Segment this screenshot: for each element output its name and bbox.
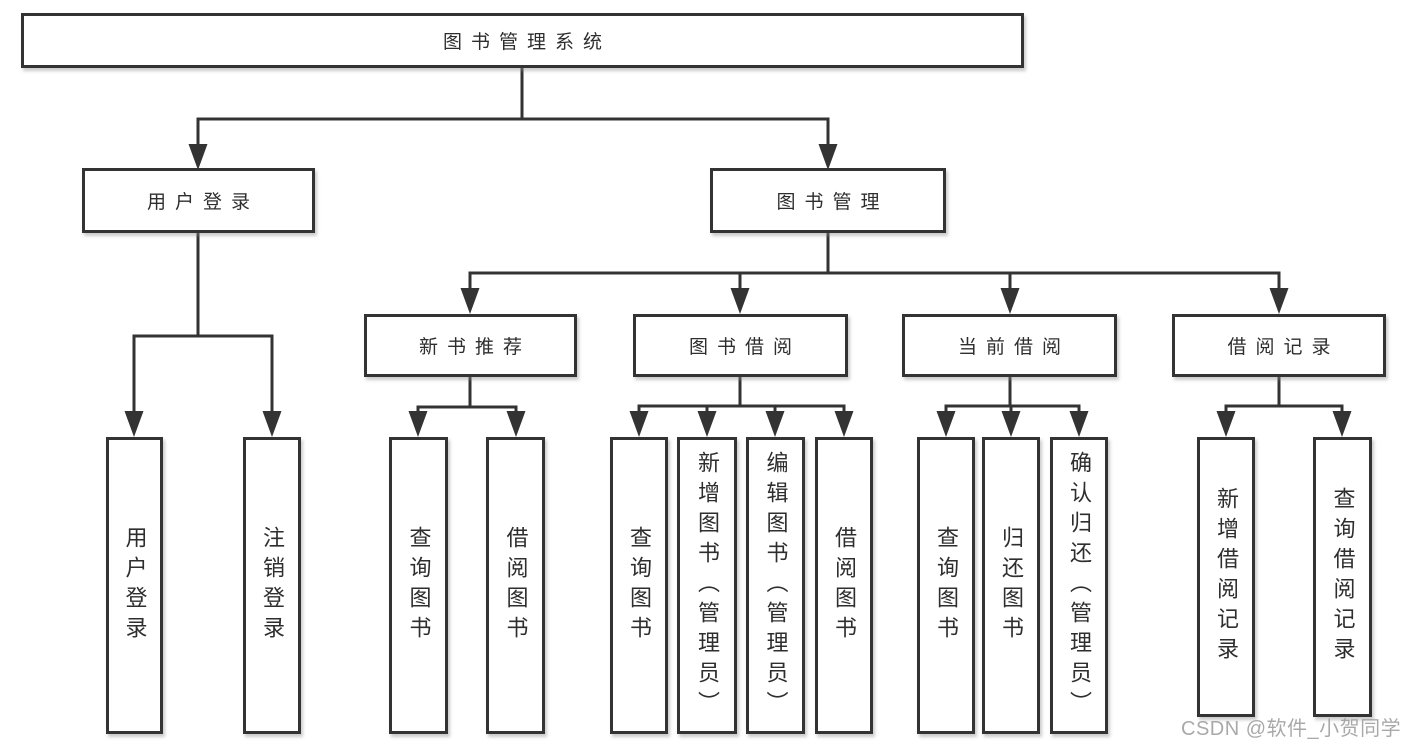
node-new-book-recommendation: 新书推荐 (364, 314, 577, 377)
csdn-watermark: CSDN @软件_小贺同学 (1181, 718, 1402, 740)
node-label: 图书管理系统 (442, 32, 611, 53)
node-label: 图书借阅 (688, 337, 801, 358)
node-label: 借阅图书 (832, 525, 857, 646)
node-label: 借阅记录 (1227, 337, 1340, 358)
node-label: 查询图书 (406, 525, 432, 646)
leaf-query-books-1: 查询图书 (389, 437, 448, 734)
node-label: 图书管理 (776, 192, 889, 213)
node-label: 当前借阅 (957, 337, 1070, 358)
leaf-confirm-return-admin: 确认归还（管理员） (1050, 437, 1108, 734)
node-borrowing-records: 借阅记录 (1172, 314, 1386, 377)
node-book-management: 图书管理 (710, 168, 946, 233)
node-label: 用户登录 (122, 525, 148, 646)
node-user-login: 用户登录 (82, 168, 315, 233)
node-label: 查询借阅记录 (1330, 487, 1356, 667)
leaf-return-books: 归还图书 (982, 437, 1040, 734)
leaf-query-books-3: 查询图书 (917, 437, 975, 734)
leaf-add-borrow-record: 新增借阅记录 (1197, 437, 1255, 717)
node-current-borrowing: 当前借阅 (902, 314, 1117, 377)
node-label: 新书推荐 (418, 337, 531, 358)
node-label: 归还图书 (999, 525, 1024, 646)
node-label: 新增借阅记录 (1214, 487, 1239, 667)
node-label: 注销登录 (260, 525, 285, 646)
leaf-query-borrow-record: 查询借阅记录 (1313, 437, 1372, 717)
leaf-logout: 注销登录 (243, 437, 301, 734)
node-label: 确认归还（管理员） (1067, 450, 1092, 721)
connector-arrowheads (124, 144, 1352, 437)
node-label: 新增图书（管理员） (695, 450, 720, 721)
node-label: 查询图书 (627, 525, 652, 646)
leaf-query-books-2: 查询图书 (610, 437, 668, 734)
node-book-borrowing: 图书借阅 (633, 314, 848, 377)
leaf-borrow-books-1: 借阅图书 (486, 437, 545, 734)
node-library-management-system: 图书管理系统 (21, 13, 1024, 68)
node-label: 查询图书 (934, 525, 959, 646)
leaf-borrow-books-2: 借阅图书 (815, 437, 873, 734)
leaf-user-login: 用户登录 (106, 437, 163, 734)
node-label: 用户登录 (146, 192, 259, 213)
leaf-add-book-admin: 新增图书（管理员） (677, 437, 737, 734)
node-label: 编辑图书（管理员） (763, 450, 789, 721)
node-label: 借阅图书 (503, 525, 529, 646)
leaf-edit-book-admin: 编辑图书（管理员） (746, 437, 805, 734)
